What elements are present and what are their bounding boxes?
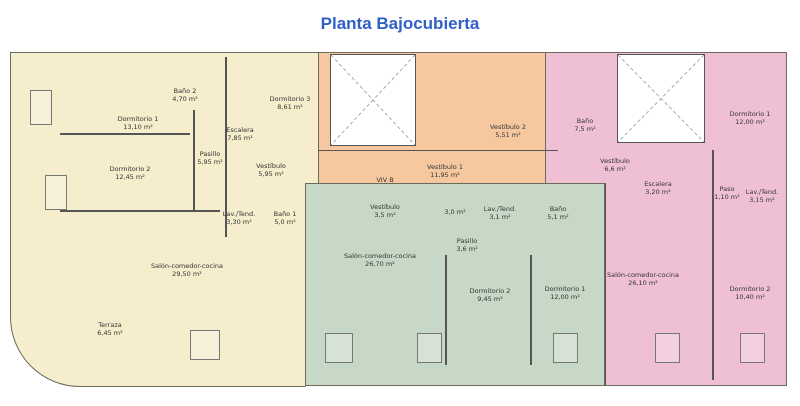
unit-label: VIV B [376, 176, 394, 184]
window [30, 90, 52, 125]
wall [193, 110, 195, 210]
room-label: Lav./Tend.3,1 m² [483, 205, 517, 221]
wall [605, 183, 606, 386]
wall [530, 255, 532, 365]
unit-a-zone [10, 52, 328, 387]
room-label: Lav./Tend.3,15 m² [745, 188, 779, 204]
plan-title: Planta Bajocubierta [320, 14, 480, 33]
light-well-right [617, 54, 705, 143]
window [45, 175, 67, 210]
room-label: Lav./Tend.3,30 m² [222, 210, 256, 226]
window [417, 333, 442, 363]
window [325, 333, 353, 363]
window [740, 333, 765, 363]
wall [60, 210, 220, 212]
window [553, 333, 578, 363]
wall [712, 150, 714, 380]
window [655, 333, 680, 363]
wall [318, 150, 558, 151]
wall [225, 57, 227, 237]
wall [445, 255, 447, 365]
window [190, 330, 220, 360]
light-well-left [330, 54, 416, 146]
unit-b-zone-top [305, 183, 605, 386]
wall [60, 133, 190, 135]
room-label: 3,0 m² [444, 208, 466, 216]
